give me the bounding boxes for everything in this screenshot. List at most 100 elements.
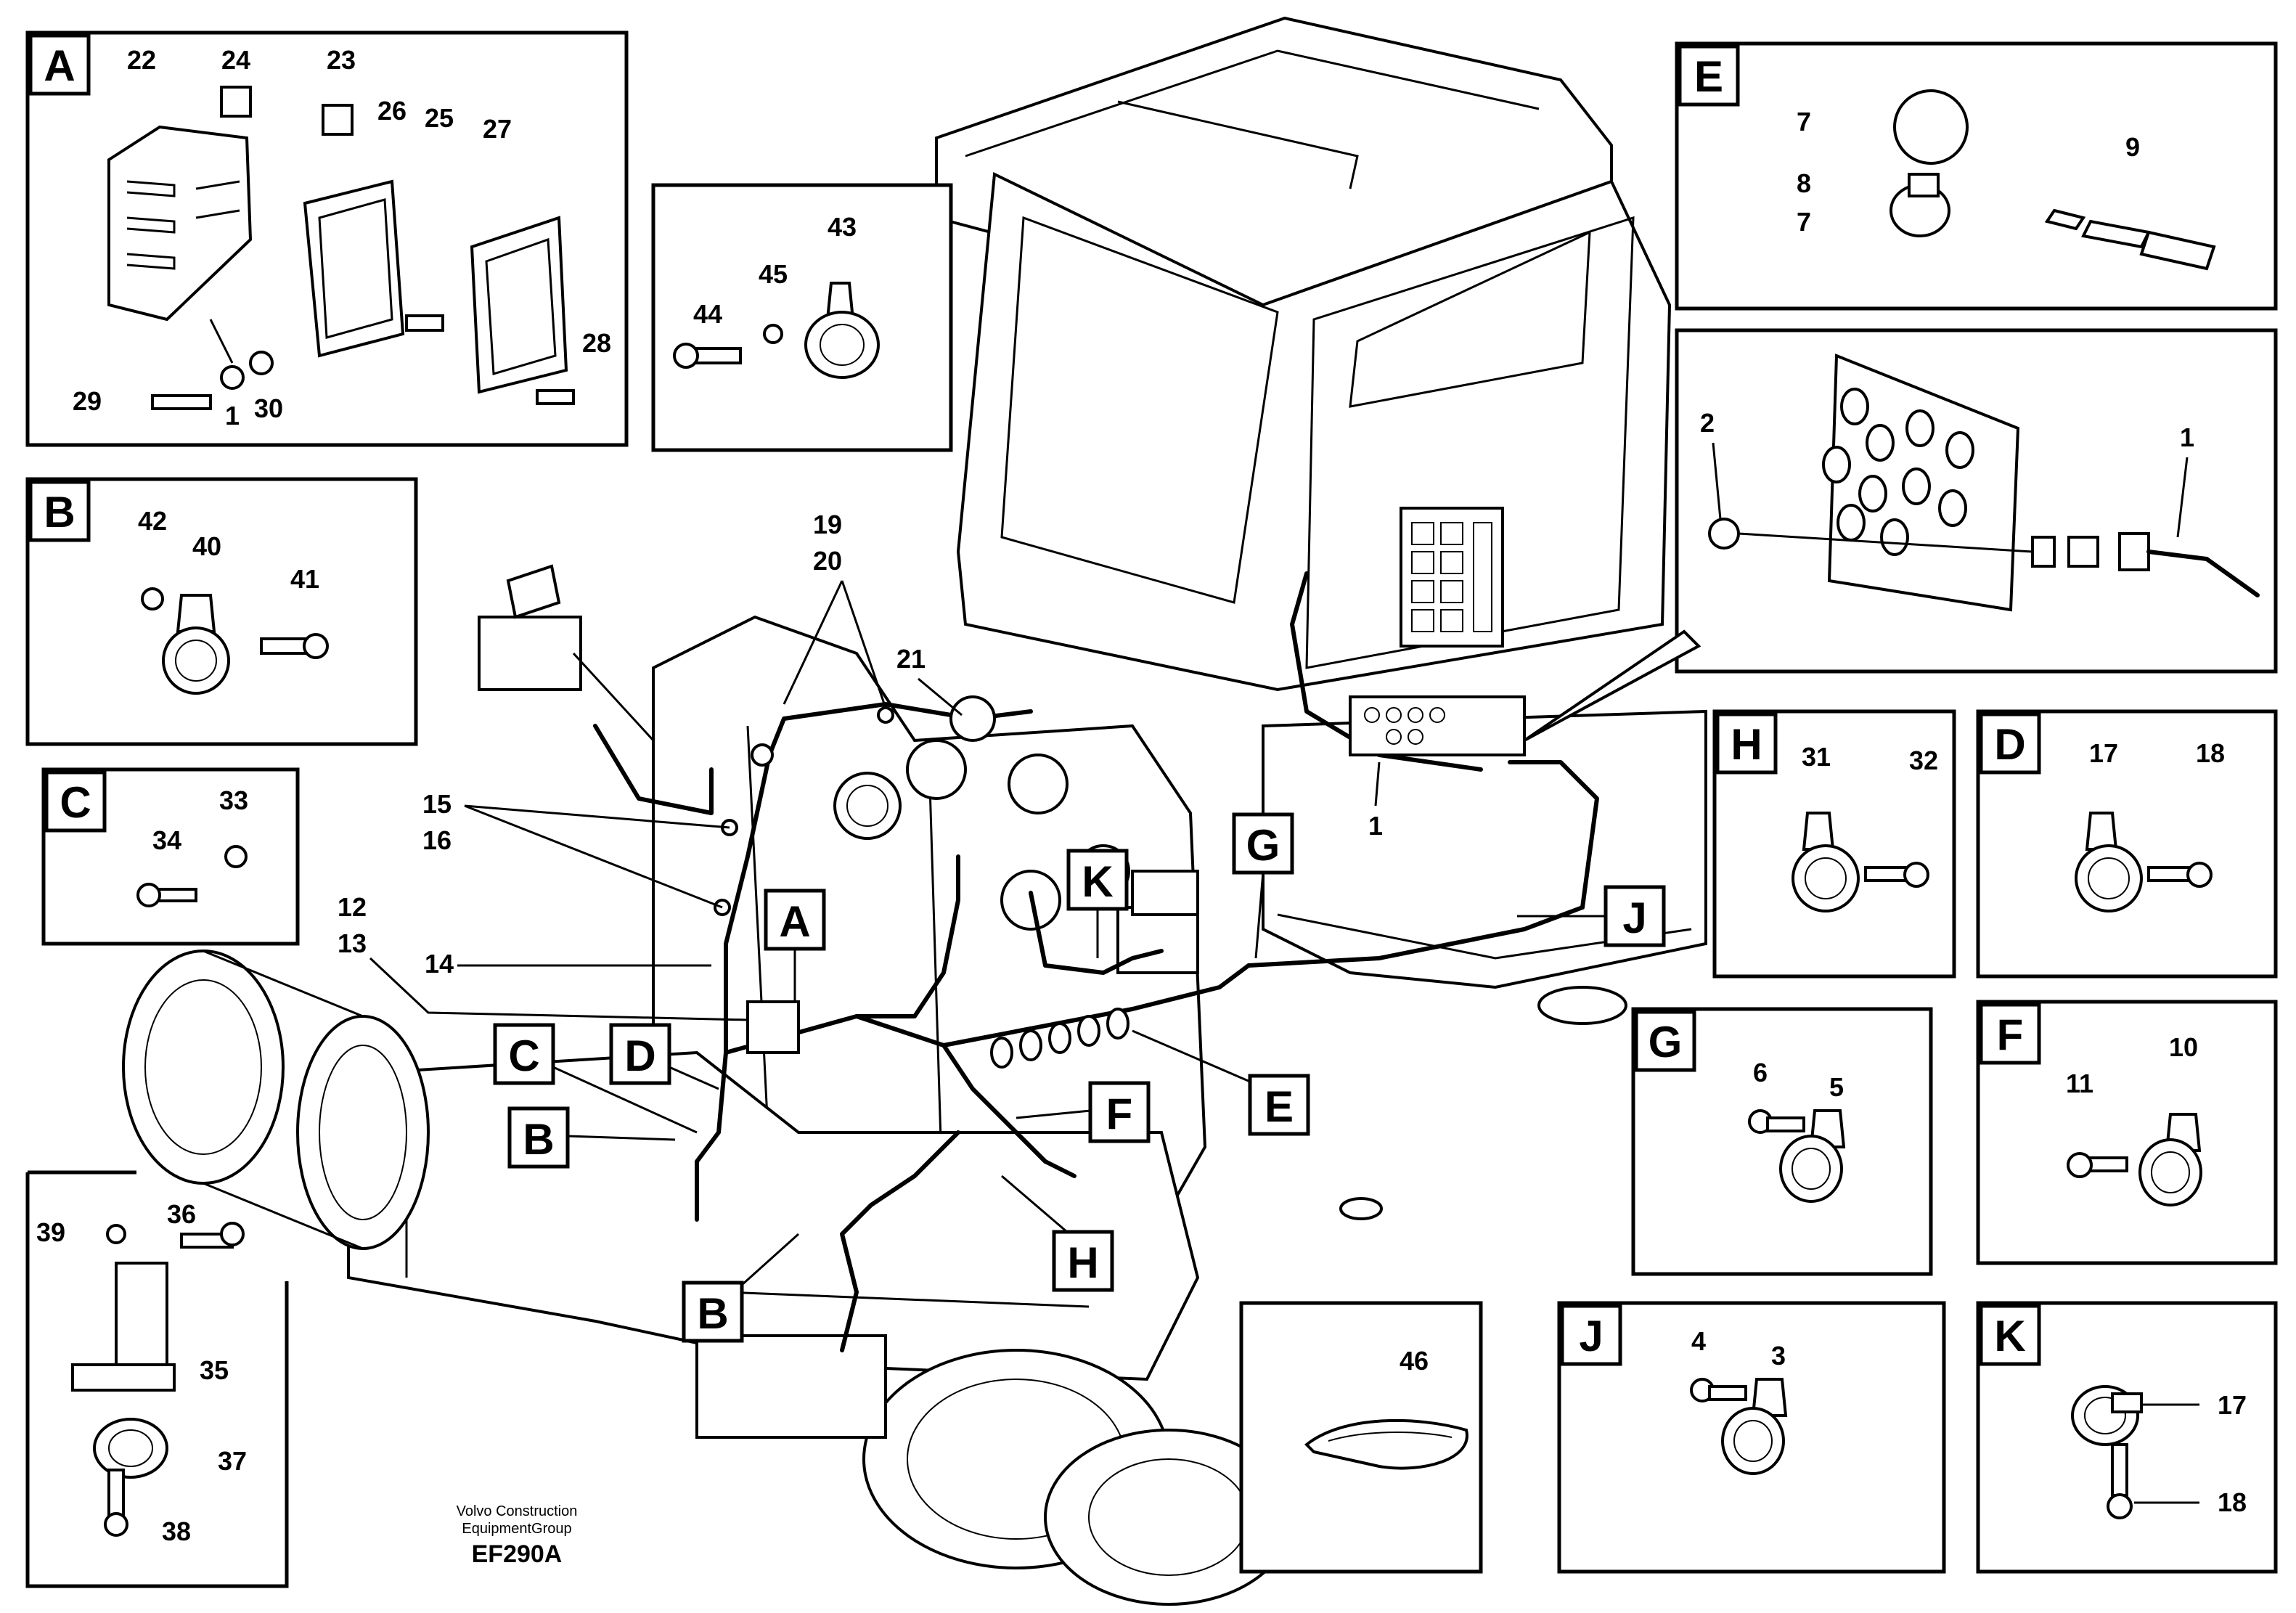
label-37: 37 <box>218 1446 247 1476</box>
label-4: 4 <box>1691 1326 1706 1356</box>
label-41: 41 <box>290 564 319 594</box>
label-7-bottom: 7 <box>1797 207 1811 237</box>
label-9: 9 <box>2125 132 2140 162</box>
label-38: 38 <box>162 1516 191 1546</box>
tag-J: J <box>1622 894 1646 942</box>
label-2: 2 <box>1700 408 1715 438</box>
label-17-K: 17 <box>2218 1390 2247 1420</box>
panel-D: D 17 18 <box>1976 709 2278 979</box>
label-29: 29 <box>73 386 102 416</box>
label-33: 33 <box>219 785 248 815</box>
label-46: 46 <box>1400 1346 1429 1376</box>
panel-H-letter: H <box>1731 720 1762 769</box>
tag-G: G <box>1246 821 1280 870</box>
label-21: 21 <box>896 644 926 674</box>
label-42: 42 <box>138 506 167 536</box>
panel-D-letter: D <box>1994 720 2025 769</box>
right-wheel-hub <box>695 1334 1294 1606</box>
panel-F: F 10 11 <box>1976 1000 2278 1265</box>
label-6: 6 <box>1753 1058 1768 1087</box>
label-44: 44 <box>693 299 722 329</box>
label-1-connector: 1 <box>2180 422 2194 452</box>
panel-E-letter: E <box>1694 52 1723 101</box>
credit-line-2: EquipmentGroup <box>462 1521 571 1537</box>
label-25: 25 <box>425 103 454 133</box>
fuse-panel <box>1400 507 1504 648</box>
panel-C: C 34 33 <box>41 767 300 946</box>
label-27: 27 <box>483 114 512 144</box>
tag-K: K <box>1082 857 1113 906</box>
label-23: 23 <box>327 45 356 75</box>
label-45: 45 <box>759 259 788 289</box>
label-22: 22 <box>127 45 156 75</box>
tag-F: F <box>1106 1090 1133 1138</box>
tag-C: C <box>508 1032 539 1080</box>
panel-bracket-35: 39 36 35 37 38 <box>25 1170 289 1588</box>
figure-code: EF290A <box>472 1540 563 1568</box>
work-light <box>478 564 655 742</box>
panel-connector: 2 1 <box>1675 328 2278 674</box>
tag-D: D <box>624 1032 655 1080</box>
main-callouts: 19 20 21 15 16 12 13 14 1 <box>338 510 1383 1021</box>
label-18-K: 18 <box>2218 1487 2247 1517</box>
label-31: 31 <box>1802 742 1831 772</box>
label-32: 32 <box>1909 746 1938 775</box>
label-5: 5 <box>1829 1072 1844 1102</box>
harness-clips <box>714 695 1129 1069</box>
label-39: 39 <box>36 1217 65 1247</box>
label-16: 16 <box>422 825 452 855</box>
panel-K-letter: K <box>1994 1312 2025 1360</box>
tag-B-lower: B <box>697 1289 728 1338</box>
tag-H: H <box>1067 1238 1098 1287</box>
panel-B: B 42 40 41 <box>25 477 418 746</box>
panel-J-letter: J <box>1579 1312 1603 1360</box>
label-13: 13 <box>338 928 367 958</box>
label-7-top: 7 <box>1797 107 1811 136</box>
panel-G-letter: G <box>1649 1018 1683 1066</box>
label-11: 11 <box>2066 1069 2093 1098</box>
label-24: 24 <box>221 45 250 75</box>
panel-B-letter: B <box>44 488 75 536</box>
detail-pointer <box>1523 629 1701 742</box>
label-14: 14 <box>425 949 454 979</box>
label-28: 28 <box>582 328 611 358</box>
panel-G: G 6 5 <box>1631 1007 1933 1276</box>
label-43: 43 <box>828 212 857 242</box>
tag-E: E <box>1265 1082 1294 1131</box>
panel-K: K 17 18 <box>1976 1301 2278 1574</box>
panel-A: A 22 24 23 26 25 27 28 29 1 30 <box>25 30 629 447</box>
label-26: 26 <box>377 96 407 126</box>
tag-B-upper: B <box>523 1115 554 1164</box>
panel-J: J 4 3 <box>1557 1301 1946 1574</box>
panel-C-letter: C <box>60 778 91 827</box>
label-19: 19 <box>813 510 842 539</box>
label-20: 20 <box>813 546 842 576</box>
credit-line-1: Volvo Construction <box>457 1503 578 1519</box>
label-30: 30 <box>254 393 283 423</box>
label-8: 8 <box>1797 168 1811 198</box>
label-18-D: 18 <box>2196 738 2225 768</box>
panel-E: E 7 8 7 9 <box>1675 41 2278 311</box>
label-12: 12 <box>338 892 367 922</box>
panel-H: H 31 32 <box>1712 709 1956 979</box>
label-1-main: 1 <box>1368 811 1383 841</box>
label-15: 15 <box>422 789 452 819</box>
tag-A: A <box>779 897 810 946</box>
label-36: 36 <box>167 1199 196 1229</box>
panel-F-letter: F <box>1997 1010 2024 1059</box>
label-35: 35 <box>200 1355 229 1385</box>
label-10: 10 <box>2169 1032 2198 1062</box>
panel-A-letter: A <box>44 41 75 90</box>
label-3: 3 <box>1771 1341 1786 1371</box>
machine-illustration <box>122 16 1707 1606</box>
label-1-panelA: 1 <box>225 401 240 430</box>
label-17-D: 17 <box>2089 738 2118 768</box>
panel-clamp-43: 43 44 45 <box>651 183 953 452</box>
footer: Volvo Construction EquipmentGroup EF290A <box>457 1503 578 1568</box>
label-34: 34 <box>152 825 181 855</box>
main-letter-tags: A K G J C D B E F H B <box>493 812 1666 1343</box>
label-40: 40 <box>192 531 221 561</box>
panel-tie-46: 46 <box>1239 1301 1483 1574</box>
left-wheel-hub <box>122 950 430 1250</box>
